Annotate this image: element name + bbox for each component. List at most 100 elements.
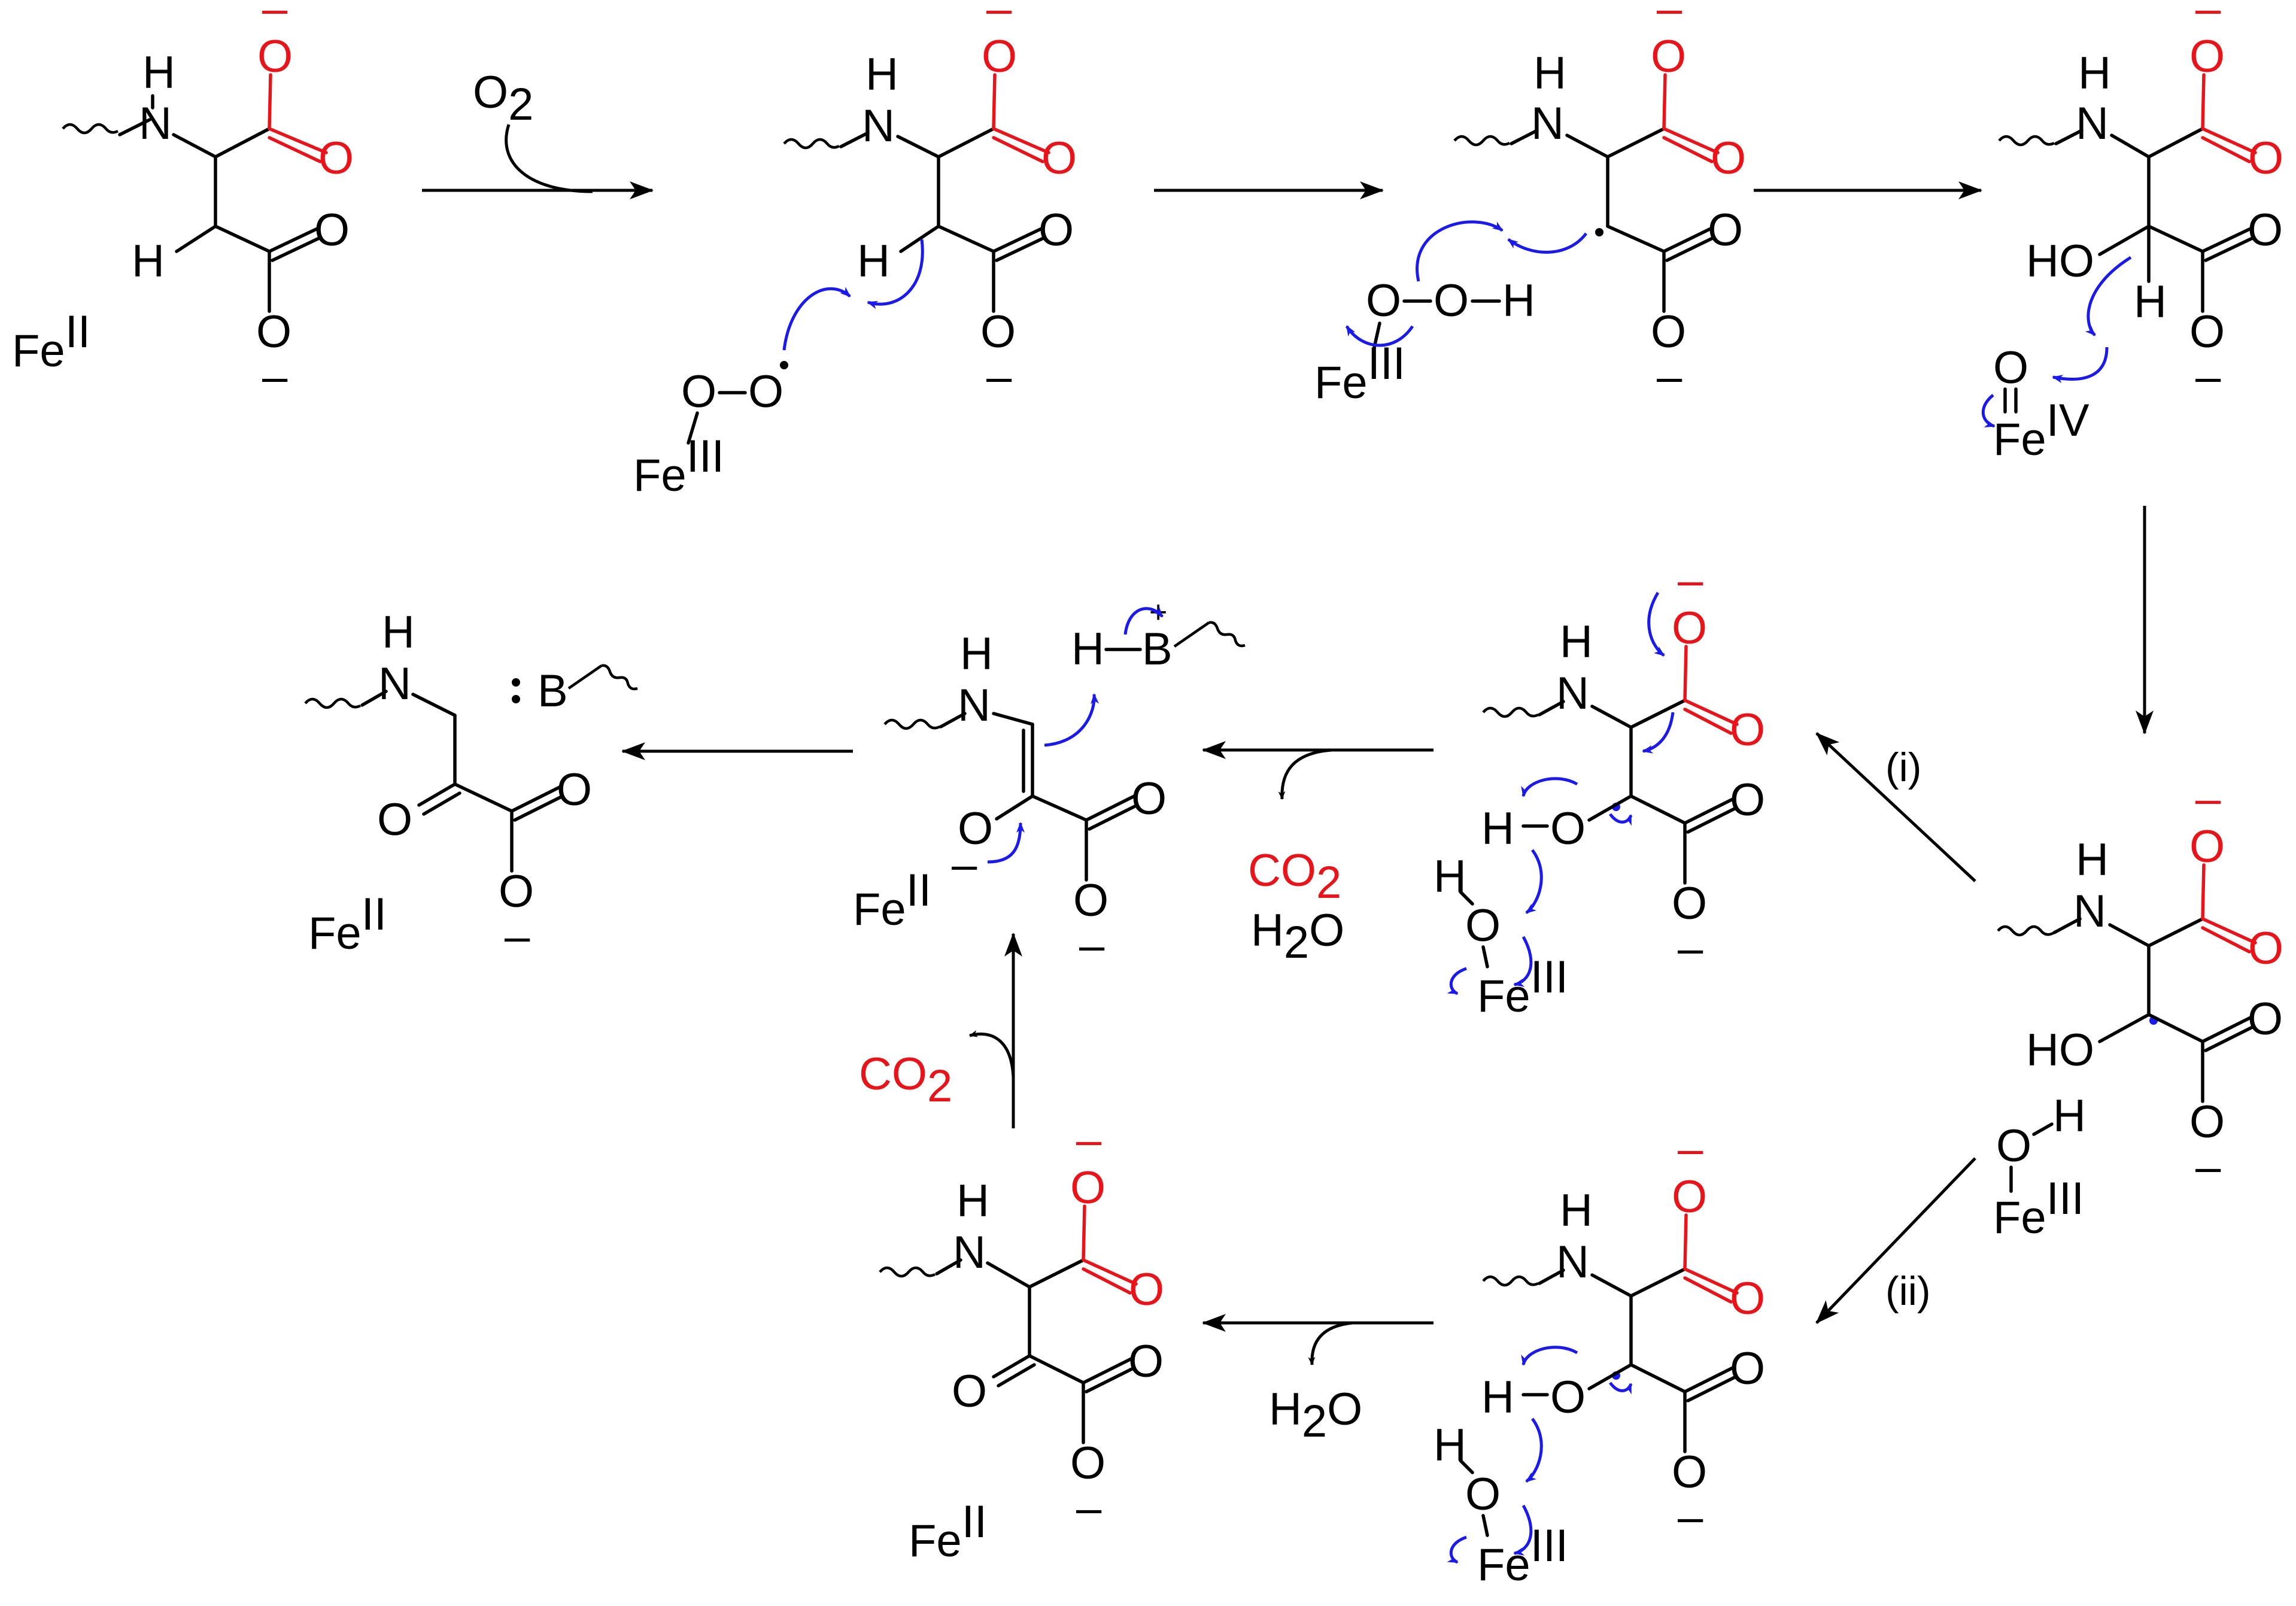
svg-text:–: – [2195, 0, 2221, 34]
svg-text:O: O [1550, 1372, 1586, 1423]
svg-text:FeIII: FeIII [1477, 1520, 1568, 1590]
svg-text:O: O [557, 764, 592, 815]
svg-text:N: N [378, 658, 411, 709]
svg-text:O: O [1128, 1336, 1164, 1387]
svg-text:–: – [986, 351, 1012, 402]
svg-text:O: O [958, 803, 993, 854]
svg-text:O: O [1070, 1162, 1106, 1213]
structure-product: N H O O O – FeII B [304, 607, 638, 962]
svg-text:–: – [1678, 1124, 1703, 1174]
svg-text:O: O [1465, 1469, 1501, 1520]
svg-text:O: O [1672, 878, 1707, 929]
svg-text:FeIII: FeIII [1993, 1173, 2084, 1243]
wavy-bond [62, 123, 119, 135]
charge-minus: – [262, 351, 288, 402]
svg-text:O: O [2189, 306, 2225, 357]
svg-text:O: O [2248, 133, 2283, 184]
co2-label: CO2 [859, 1049, 952, 1112]
svg-text:O: O [499, 866, 534, 917]
svg-text:–: – [2195, 351, 2221, 402]
svg-text:–: – [1678, 1492, 1703, 1543]
atom-o: O [256, 306, 291, 357]
structure-path-i-intermediate: N H O O – O H O O – H O FeIII [1434, 555, 1765, 1022]
svg-text:O: O [1073, 875, 1108, 926]
svg-text:O: O [2189, 821, 2225, 872]
svg-text:H: H [1560, 1185, 1593, 1236]
svg-text:O: O [1366, 275, 1401, 326]
atom-o: O [257, 31, 293, 82]
svg-text:–: – [1657, 0, 1682, 34]
arrow-decarboxylation-i: CO2 H2O [1202, 741, 1434, 968]
svg-text:–: – [952, 839, 977, 890]
svg-text:FeIII: FeIII [1477, 952, 1568, 1022]
svg-text:O: O [982, 31, 1017, 82]
svg-text:O: O [1672, 1171, 1707, 1222]
svg-text:–: – [505, 911, 530, 962]
svg-text:N: N [862, 101, 895, 151]
iron-label: FeII [12, 306, 90, 377]
svg-text:O: O [1465, 900, 1501, 951]
svg-text:N: N [1556, 1237, 1589, 1288]
svg-text:N: N [1556, 668, 1589, 719]
svg-text:O: O [1651, 306, 1686, 357]
structure-superoxo: N H O O – H O O – O O FeIII [633, 0, 1077, 501]
h2o-label: H2O [1251, 905, 1344, 968]
o2-label: O2 [473, 67, 533, 130]
svg-text:O: O [1672, 603, 1707, 654]
svg-text:H: H [1481, 1372, 1514, 1423]
h2o-label: H2O [1269, 1384, 1362, 1447]
svg-text:O: O [1730, 705, 1765, 755]
svg-text:O: O [1129, 1264, 1164, 1315]
svg-text:N: N [2073, 886, 2106, 937]
svg-text:FeIV: FeIV [1993, 395, 2090, 465]
svg-text:B: B [1142, 624, 1173, 675]
svg-text:H: H [1071, 624, 1104, 675]
svg-text:H: H [960, 629, 993, 679]
charge-minus: – [262, 0, 288, 34]
arrow-dehydration-ii: H2O [1202, 1314, 1434, 1447]
svg-text:O: O [1993, 342, 2028, 393]
svg-text:FeIII: FeIII [1314, 338, 1405, 408]
svg-text:O: O [1131, 773, 1167, 824]
structure-substrate: N H O O – H O O – FeII [12, 0, 354, 402]
svg-text:O: O [1651, 31, 1686, 82]
svg-text:H: H [1481, 803, 1514, 854]
svg-text:–: – [2195, 1141, 2221, 1192]
pathway-i-label: (i) [1885, 745, 1921, 790]
svg-text:H: H [1560, 617, 1593, 667]
pathway-i: (i) [1815, 732, 1976, 882]
svg-text:O: O [1070, 1438, 1106, 1489]
structure-path-ii-intermediate: N H O O – O H O O – H O FeIII [1434, 1124, 1765, 1590]
svg-text:–: – [1079, 920, 1105, 971]
svg-text:H: H [2053, 1091, 2086, 1141]
svg-text:HO: HO [2026, 236, 2094, 287]
svg-text:FeII: FeII [853, 865, 931, 935]
svg-text:O: O [1041, 133, 1077, 184]
svg-text:–: – [986, 0, 1012, 34]
structure-keto-dicarboxylate: N H O O – O O O – FeII [879, 1115, 1164, 1566]
svg-text:O: O [1730, 775, 1765, 825]
svg-text:N: N [1531, 98, 1564, 149]
co2-label: CO2 [1248, 845, 1341, 908]
svg-text:O: O [377, 794, 412, 845]
svg-text:O: O [1550, 803, 1586, 854]
atom-n: N [139, 98, 172, 149]
svg-text:H: H [2076, 834, 2109, 885]
svg-text:–: – [1678, 923, 1703, 974]
atom-h: H [132, 236, 165, 287]
svg-text:FeII: FeII [308, 889, 387, 959]
svg-text:O: O [1711, 133, 1746, 184]
svg-text:O: O [1708, 205, 1743, 256]
structure-radical-fe-hydroxo: N H O O – HO O O – O H FeIII [1993, 773, 2283, 1243]
svg-text:O: O [1730, 1273, 1765, 1324]
arrow-o2-binding: O2 [422, 67, 654, 199]
svg-text:O: O [1434, 275, 1469, 326]
svg-text:O: O [1672, 1447, 1707, 1498]
svg-text:H: H [857, 236, 890, 287]
svg-text:O: O [952, 1366, 987, 1417]
svg-text:O: O [2189, 1097, 2225, 1147]
svg-text:O: O [2189, 31, 2225, 82]
svg-text:O: O [2248, 923, 2283, 974]
svg-text:–: – [1657, 351, 1682, 402]
